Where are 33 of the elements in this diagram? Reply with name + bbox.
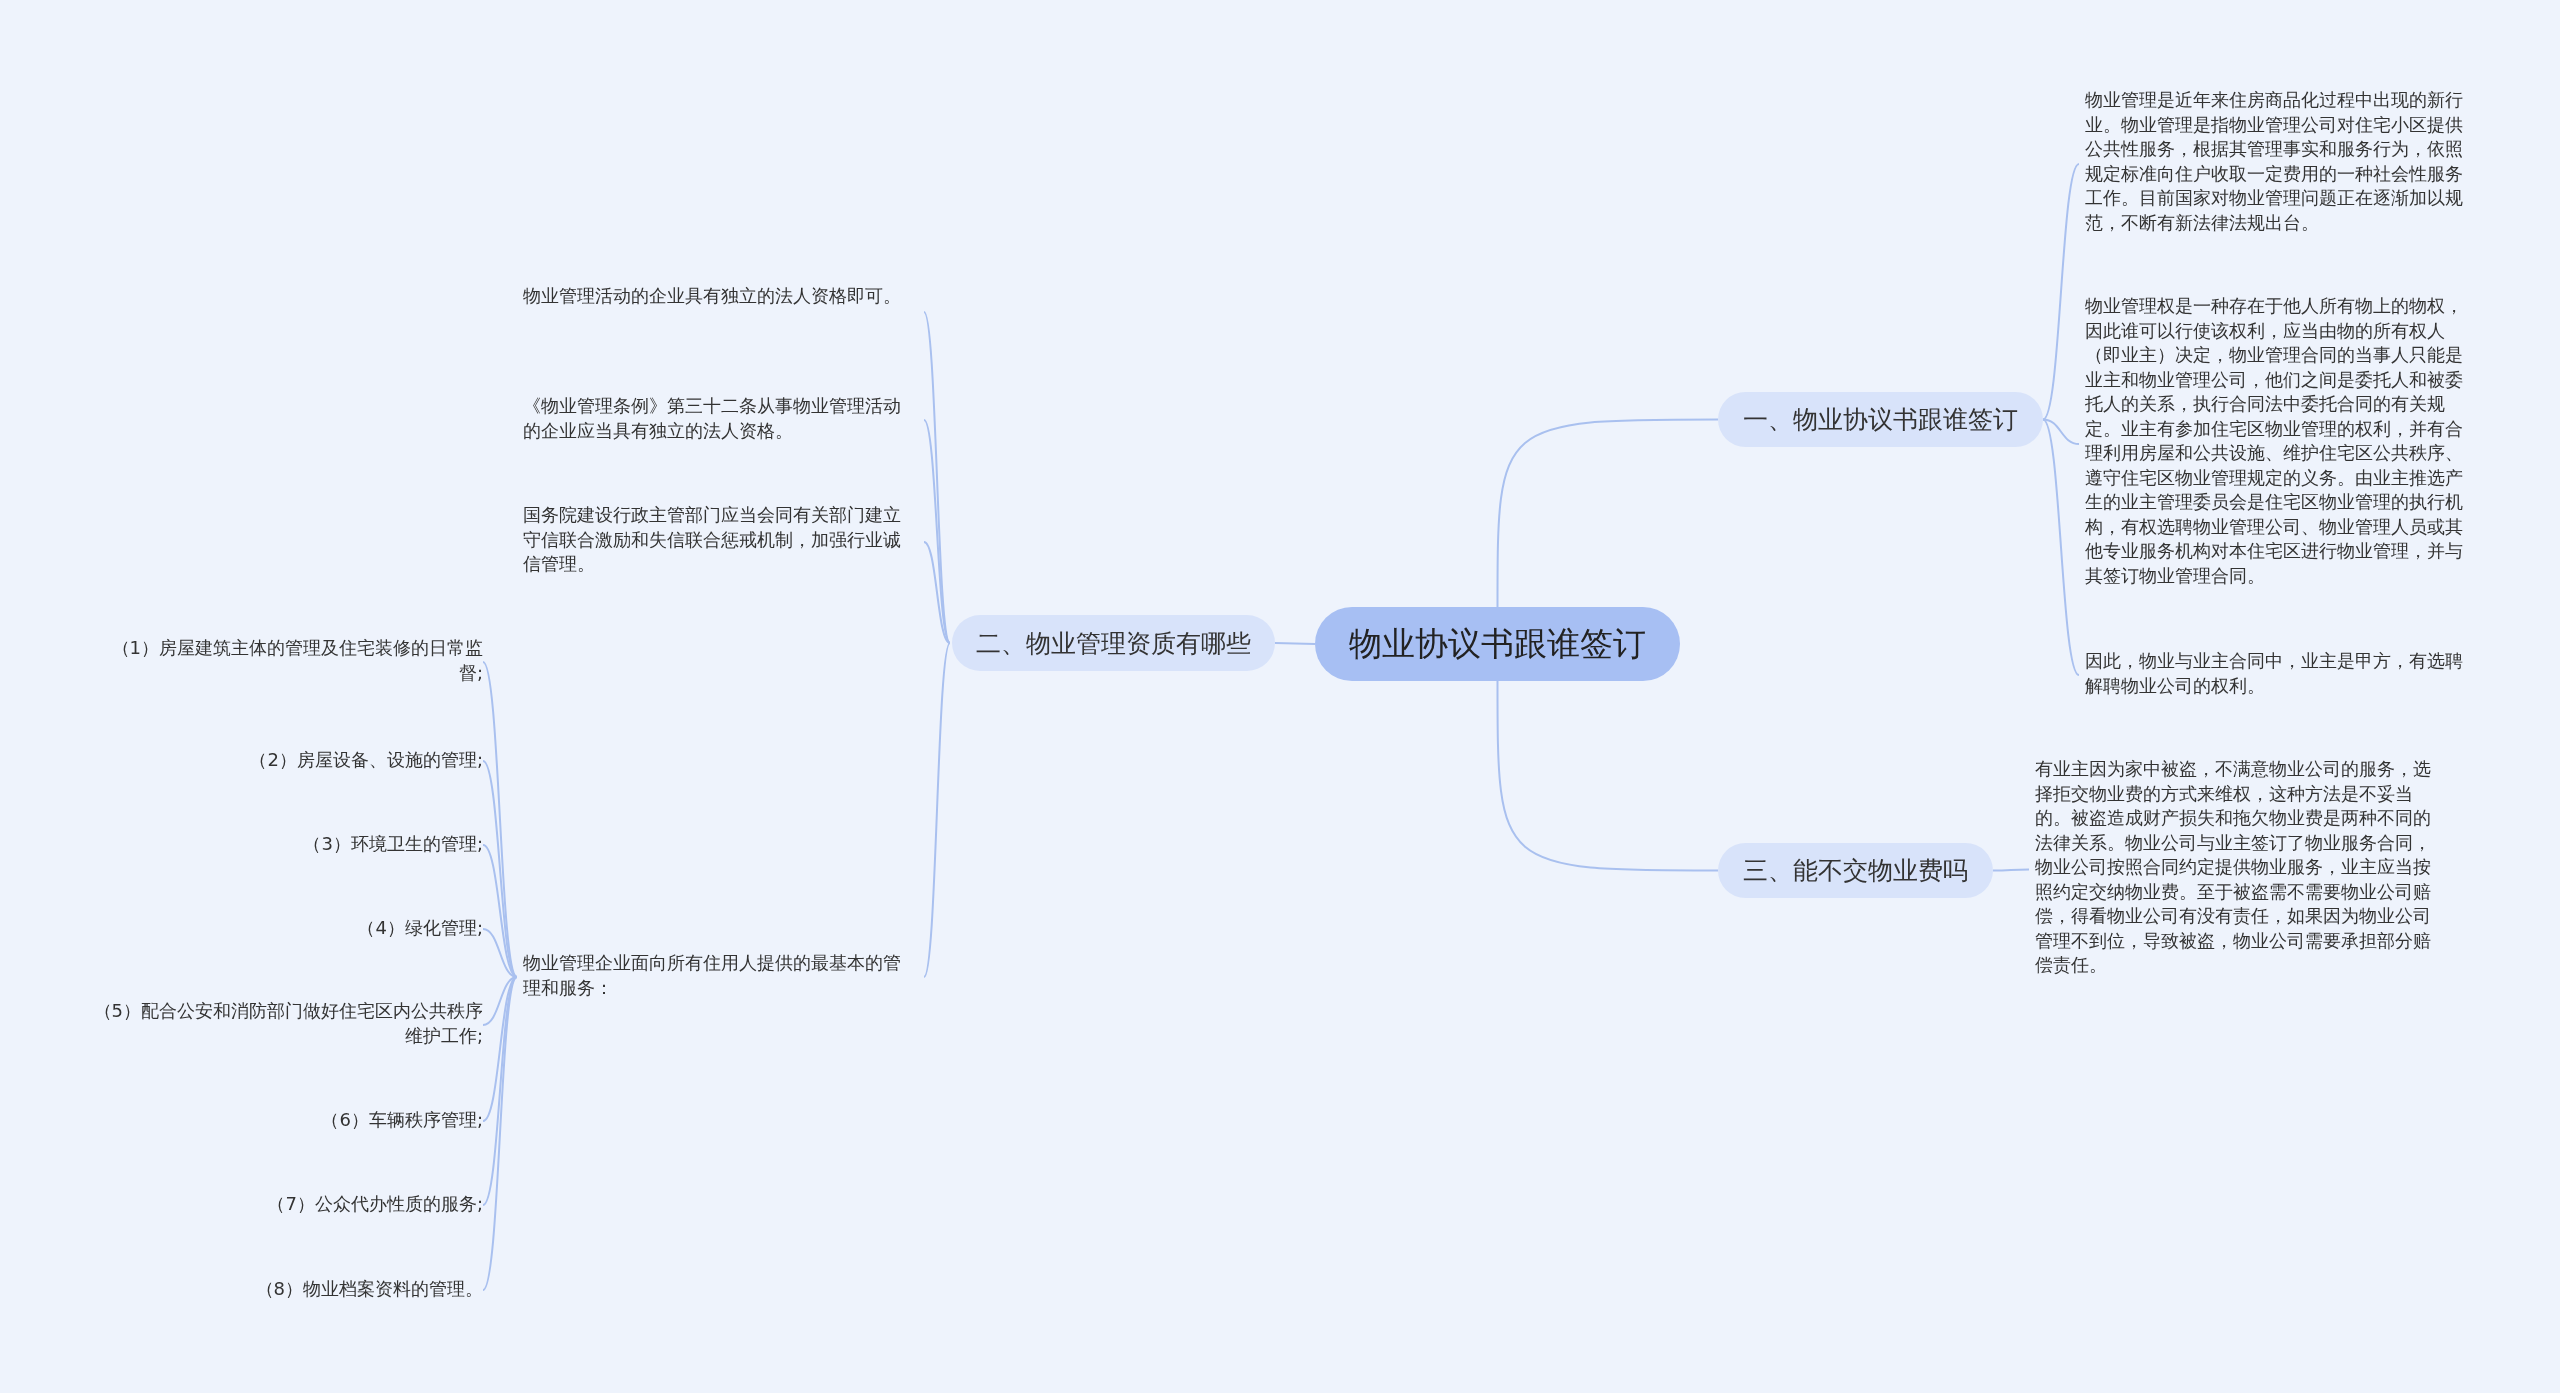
connector-line (923, 541, 951, 644)
central-topic: 物业协议书跟谁签订 (1315, 607, 1680, 681)
list-item-text: （1）房屋建筑主体的管理及住宅装修的日常监督; (110, 636, 483, 685)
note-text: 物业管理权是一种存在于他人所有物上的物权，因此谁可以行使该权利，应当由物的所有权人（即业主）决定，物业管理合同的当事人只能是业主和物业管理公司，他们之间是委托人和被委托人的关系，执行合同法中委托合同的有关规定。业主有参加住宅区物业管理的权利，并有合理利用房屋和公共设施、维护住宅区公共秩序、遵守住宅区物业管理规定的义务。由业主推选产生的业主管理委员会是住宅区物业管理的执行机构，有权选聘物业管理公司、物业管理人员或其他专业服务机构对本住宅区进行物业管理，并与其签订物业管理合同。 (2085, 294, 2464, 588)
connector-line (2042, 418, 2080, 445)
connector-line (2042, 163, 2080, 421)
list-item-text: （8）物业档案资料的管理。 (254, 1277, 483, 1301)
list-item-text: （2）房屋设备、设施的管理; (248, 748, 483, 772)
note-text: 物业管理活动的企业具有独立的法人资格即可。 (523, 284, 902, 308)
note-text: 因此，物业与业主合同中，业主是甲方，有选聘解聘物业公司的权利。 (2085, 649, 2464, 698)
connector-line (482, 976, 518, 1206)
connector-line (923, 419, 951, 644)
list-item-text: （6）车辆秩序管理; (320, 1108, 483, 1132)
connector-line (2042, 418, 2080, 676)
branch-topic: 一、物业协议书跟谁签订 (1718, 392, 2043, 447)
connector-line (482, 976, 518, 1291)
connector-line (482, 760, 518, 978)
connector-line (1274, 642, 1316, 645)
list-item-text: （4）绿化管理; (356, 916, 483, 940)
list-item-text: （7）公众代办性质的服务; (266, 1192, 483, 1216)
note-text: 物业管理企业面向所有住用人提供的最基本的管理和服务： (523, 951, 902, 1000)
note-text: 物业管理是近年来住房商品化过程中出现的新行业。物业管理是指物业管理公司对住宅小区提供公共性服务，根据其管理事实和服务行为，依照规定标准向住户收取一定费用的一种社会性服务工作。目前国家对物业管理问题正在逐渐加以规范，不断有新法律法规出台。 (2085, 88, 2464, 235)
connector-line (923, 642, 951, 978)
list-item-text: （5）配合公安和消防部门做好住宅区内公共秩序维护工作; (92, 999, 483, 1048)
connector-line (1496, 418, 1719, 608)
note-text: 国务院建设行政主管部门应当会同有关部门建立守信联合激励和失信联合惩戒机制，加强行业诚信管理。 (523, 503, 902, 576)
connector-line (1992, 868, 2030, 872)
connector-line (1496, 680, 1719, 872)
branch-topic: 二、物业管理资质有哪些 (952, 615, 1275, 671)
note-text: 《物业管理条例》第三十二条从事物业管理活动的企业应当具有独立的法人资格。 (523, 394, 902, 443)
branch-topic: 三、能不交物业费吗 (1718, 843, 1993, 898)
list-item-text: （3）环境卫生的管理; (302, 832, 483, 856)
note-text: 有业主因为家中被盗，不满意物业公司的服务，选择拒交物业费的方式来维权，这种方法是不妥当的。被盗造成财产损失和拖欠物业费是两种不同的法律关系。物业公司与业主签订了物业服务合同，物业公司按照合同约定提供物业服务，业主应当按照约定交纳物业费。至于被盗需不需要物业公司赔偿，得看物业公司有没有责任，如果因为物业公司管理不到位，导致被盗，物业公司需要承担部分赔偿责任。 (2035, 757, 2432, 977)
